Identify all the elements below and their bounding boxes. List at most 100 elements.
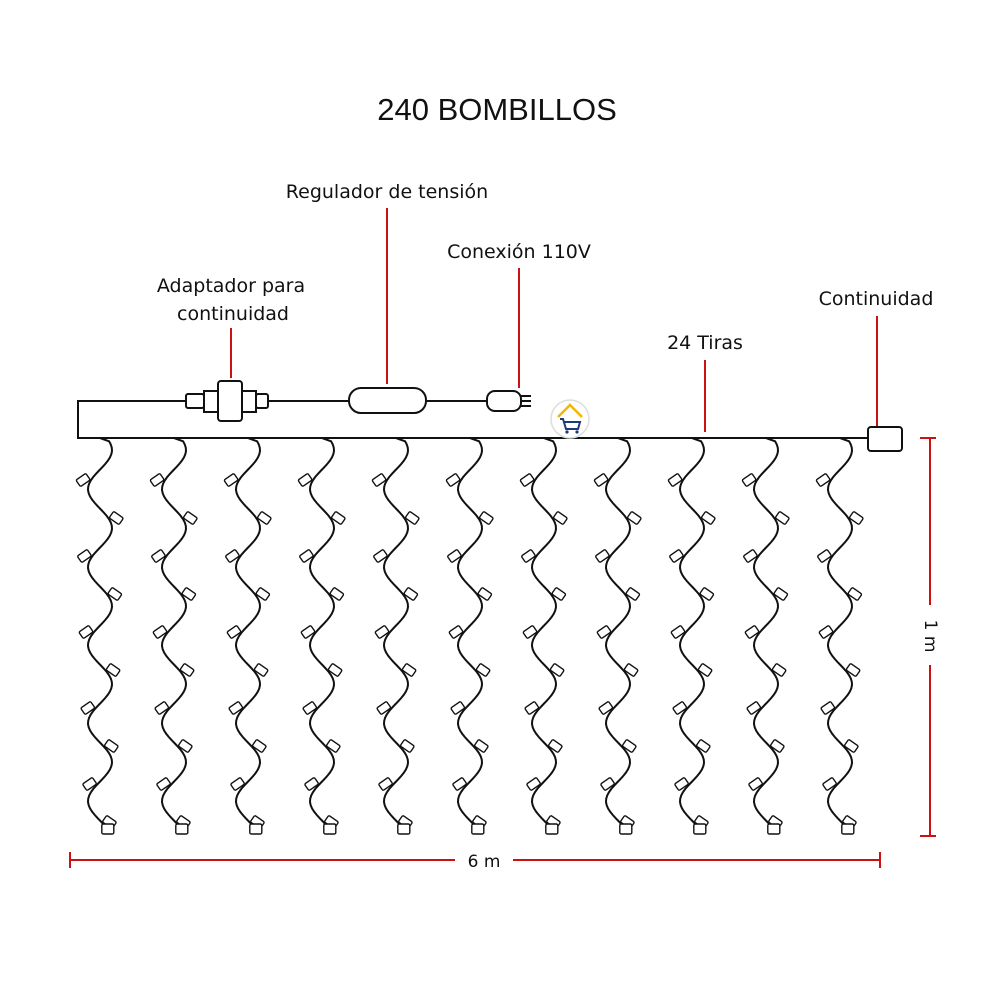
bulb-icon: [697, 663, 713, 677]
bulb-icon: [401, 663, 417, 677]
label-connection: Conexión 110V: [447, 241, 591, 263]
bulb-icon: [175, 823, 189, 835]
bulb-icon: [748, 777, 763, 791]
label-continuity: Continuidad: [819, 288, 934, 310]
bulb-icon: [672, 701, 688, 715]
bulb-icon: [253, 663, 269, 677]
light-strip: [371, 437, 420, 835]
label-adapter-line2: continuidad: [177, 303, 289, 325]
bulb-icon: [149, 473, 165, 487]
bulb-icon: [230, 777, 245, 791]
bulb-icon: [695, 739, 711, 753]
bulb-icon: [815, 473, 831, 487]
bulb-icon: [767, 823, 781, 835]
bulb-icon: [300, 625, 316, 639]
bulb-icon: [522, 625, 538, 639]
bulb-icon: [669, 549, 684, 563]
bulb-icon: [404, 511, 420, 525]
bulb-icon: [621, 739, 637, 753]
bulb-icon: [80, 701, 96, 715]
voltage-regulator-icon: [348, 387, 427, 414]
strip-wire: [604, 437, 632, 829]
bulb-icon: [77, 549, 92, 563]
bulb-icon: [769, 739, 785, 753]
diagram-title: 240 BOMBILLOS: [377, 92, 617, 127]
bulb-icon: [108, 511, 124, 525]
bulb-icon: [297, 473, 313, 487]
bulb-icon: [447, 549, 462, 563]
bulb-icon: [596, 625, 612, 639]
bulb-icon: [847, 587, 863, 601]
bulb-icon: [374, 625, 390, 639]
bulb-icon: [105, 663, 121, 677]
power-plug-icon: [486, 390, 531, 412]
bulb-icon: [817, 549, 832, 563]
light-strip: [741, 437, 790, 835]
bulb-icon: [179, 663, 195, 677]
bulb-icon: [521, 549, 536, 563]
bulb-icon: [327, 663, 343, 677]
bulb-icon: [667, 473, 683, 487]
width-label: 6 m: [468, 852, 501, 872]
bulb-icon: [101, 823, 115, 835]
strip-wire: [826, 437, 854, 829]
bulb-icon: [448, 625, 464, 639]
bulb-icon: [699, 587, 715, 601]
leader-lines: [230, 208, 878, 432]
bulb-icon: [841, 823, 855, 835]
bulb-icon: [526, 777, 541, 791]
bulb-icon: [450, 701, 466, 715]
bulb-icon: [773, 587, 789, 601]
bulb-icon: [82, 777, 97, 791]
bulb-icon: [822, 777, 837, 791]
bulb-icon: [845, 663, 861, 677]
bulb-icon: [323, 823, 337, 835]
bulb-icon: [746, 701, 762, 715]
bulb-icon: [154, 701, 170, 715]
bulb-icon: [228, 701, 244, 715]
bulb-icon: [471, 823, 485, 835]
bulb-icon: [103, 739, 119, 753]
bulb-icon: [552, 511, 568, 525]
light-strip: [519, 437, 568, 835]
bulb-icon: [674, 777, 689, 791]
strip-wire: [456, 437, 484, 829]
bulb-icon: [545, 823, 559, 835]
strip-wire: [234, 437, 262, 829]
continuity-adapter-icon: [185, 380, 269, 422]
bulb-icon: [619, 823, 633, 835]
strip-wire: [530, 437, 558, 829]
bulb-icon: [223, 473, 239, 487]
bulb-icon: [304, 777, 319, 791]
bulb-icon: [626, 511, 642, 525]
bulb-icon: [625, 587, 641, 601]
bulb-icon: [473, 739, 489, 753]
strip-wire: [308, 437, 336, 829]
bulb-icon: [378, 777, 393, 791]
bulb-icon: [477, 587, 493, 601]
bulb-icon: [152, 625, 168, 639]
bulb-icon: [371, 473, 387, 487]
bulb-icon: [595, 549, 610, 563]
bulb-icon: [743, 549, 758, 563]
main-cable: [77, 400, 868, 439]
bulb-icon: [593, 473, 609, 487]
bulb-icon: [600, 777, 615, 791]
bulb-icon: [255, 587, 271, 601]
strip-wire: [160, 437, 188, 829]
bulb-icon: [744, 625, 760, 639]
house-cart-logo-icon: [550, 399, 590, 439]
bulb-icon: [843, 739, 859, 753]
bulb-icon: [670, 625, 686, 639]
light-strip: [149, 437, 198, 835]
light-strip: [593, 437, 642, 835]
bulb-icon: [151, 549, 166, 563]
bulb-icon: [256, 511, 272, 525]
bulb-icon: [177, 739, 193, 753]
bulb-icon: [156, 777, 171, 791]
bulb-icon: [325, 739, 341, 753]
bulb-icon: [475, 663, 491, 677]
bulb-icon: [445, 473, 461, 487]
bulb-icon: [549, 663, 565, 677]
